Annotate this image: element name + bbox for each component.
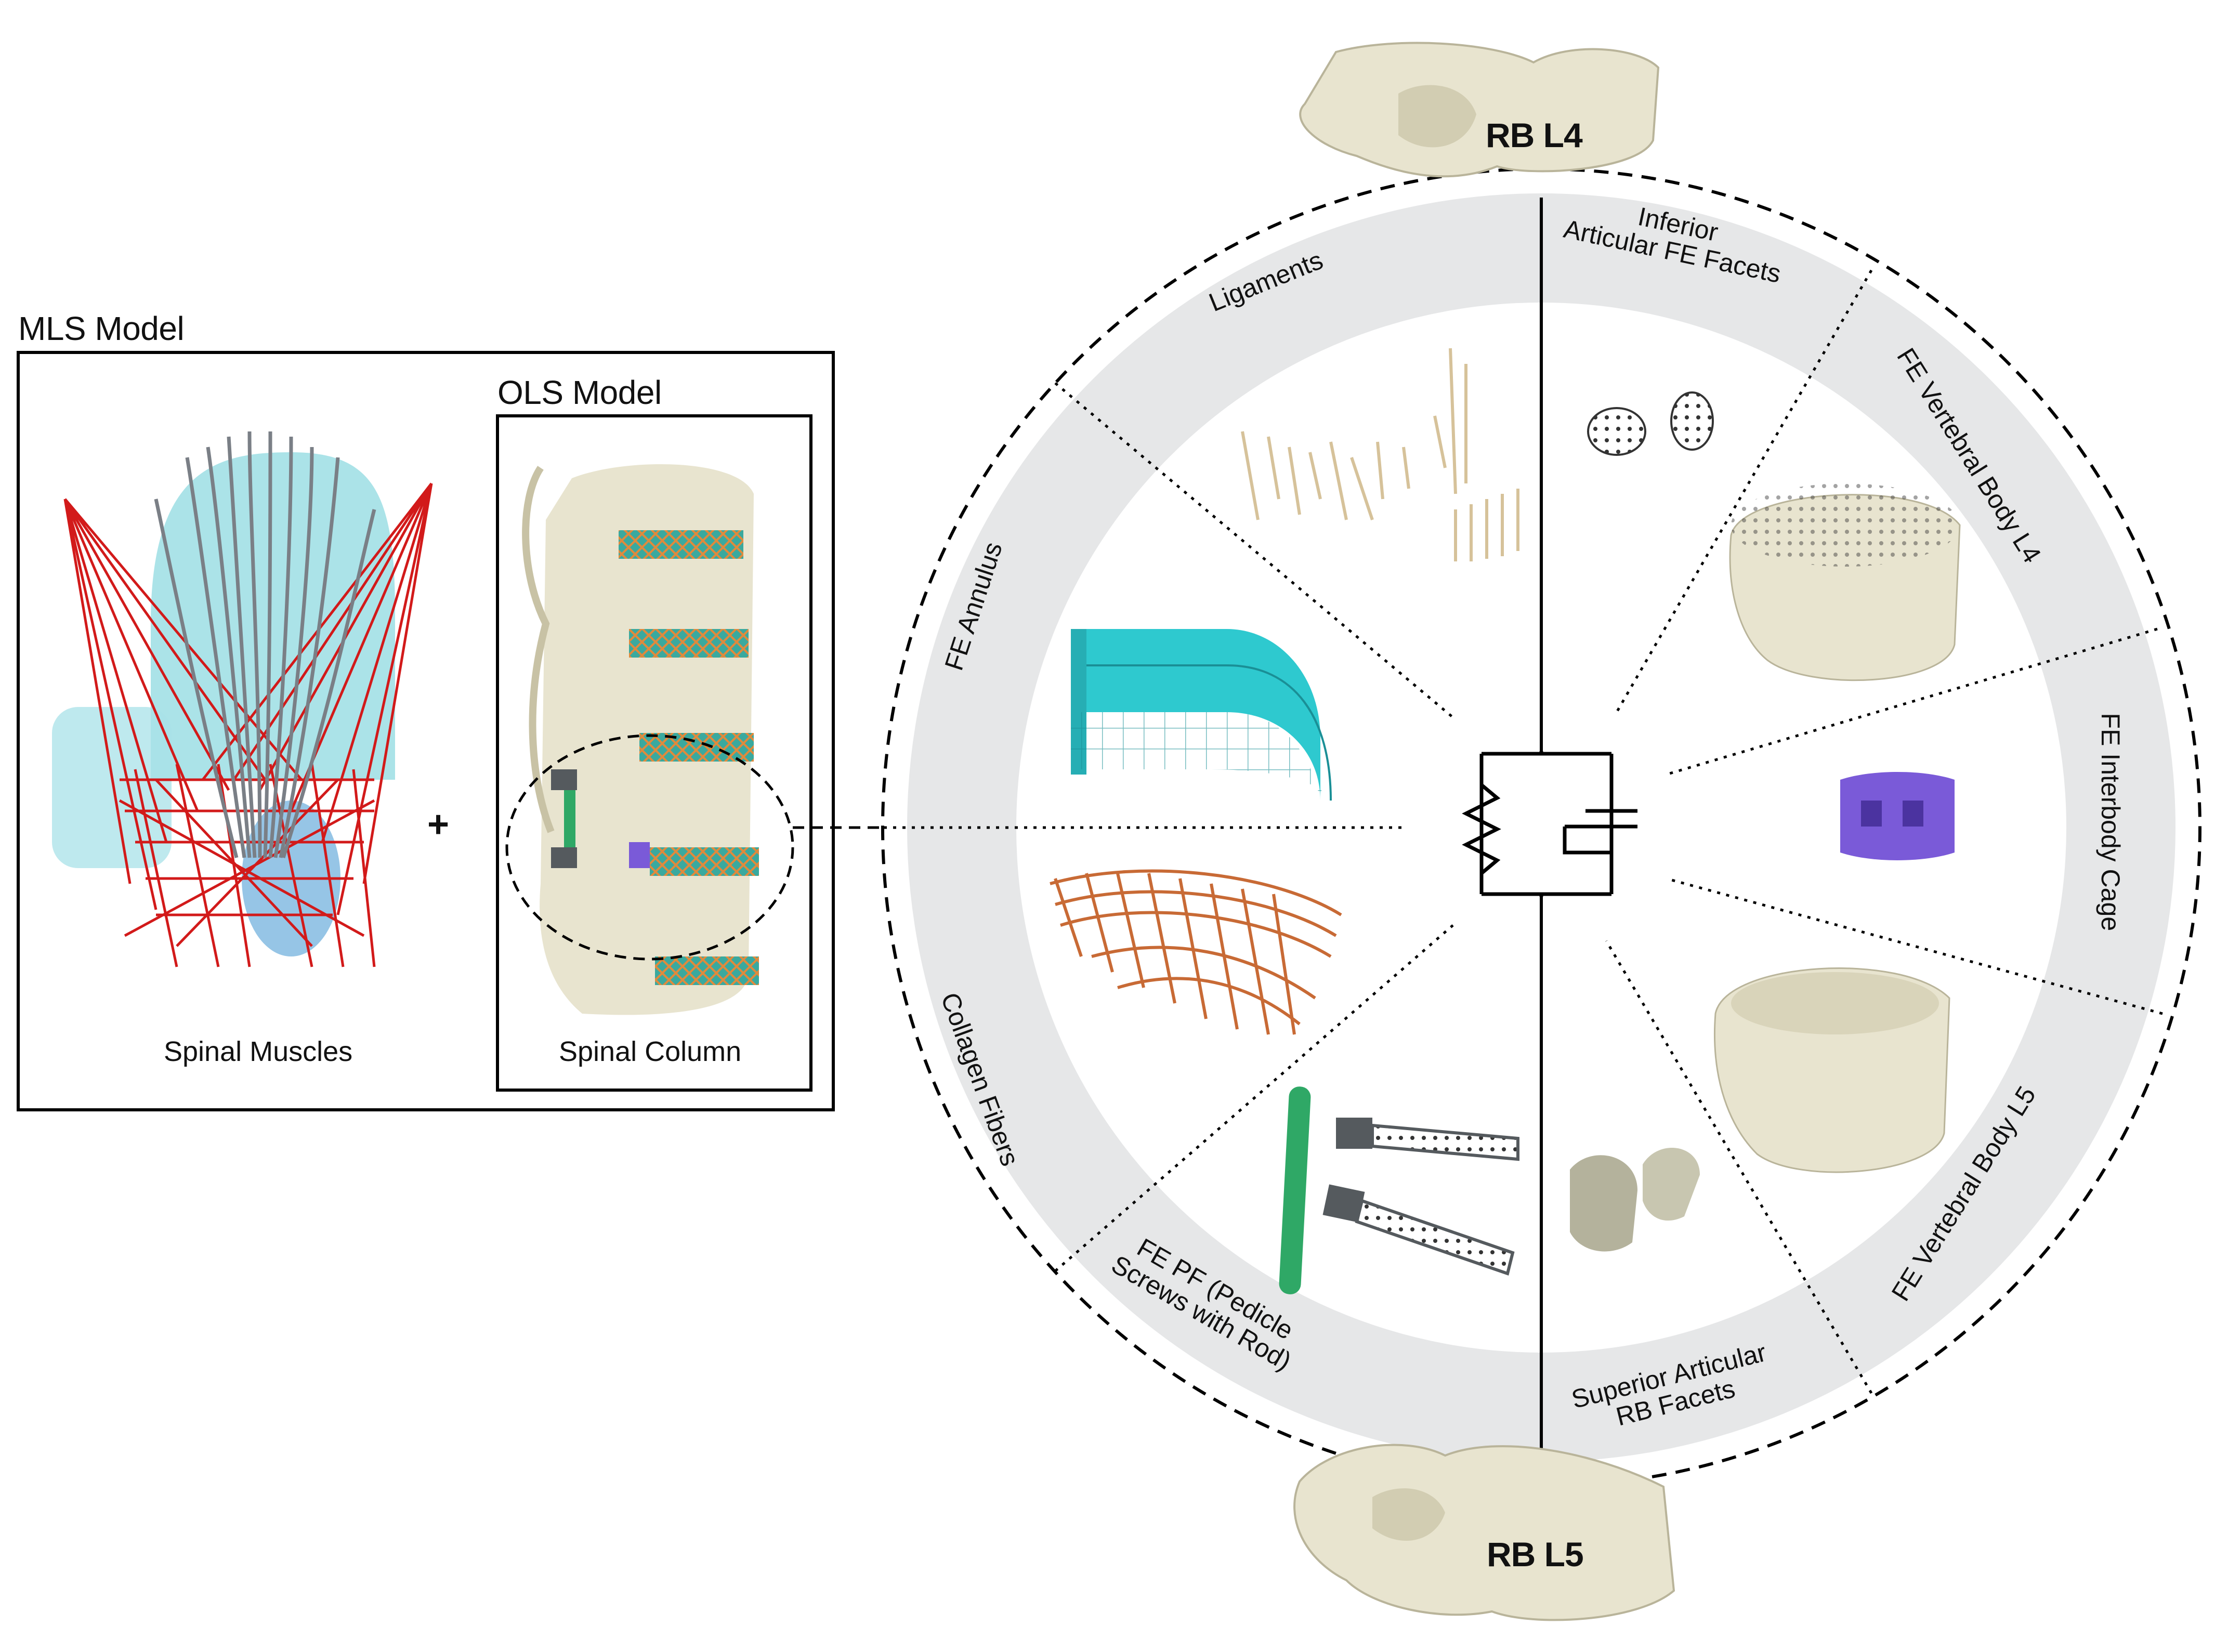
vertebral-body-l5-model <box>1713 967 1950 1173</box>
spinal-muscles-caption: Spinal Muscles <box>164 1036 353 1067</box>
pedicle-screws-rod-model <box>1279 1086 1519 1294</box>
rb-l4-vertebra <box>1299 42 1660 178</box>
superior-facets-model <box>1570 1147 1700 1252</box>
ligaments-model <box>1241 348 1519 561</box>
mls-model-title: MLS Model <box>18 310 185 347</box>
spinal-column-caption: Spinal Column <box>559 1036 742 1067</box>
inferior-facets-model <box>1587 391 1714 456</box>
segment-dividers <box>884 269 2163 1394</box>
spinal-column-model <box>505 464 794 1015</box>
interbody-cage-model <box>1840 772 1955 860</box>
circular-diagram <box>881 42 2201 1621</box>
segment-label-interbody-cage: FE Interbody Cage <box>2096 713 2126 932</box>
rb-l4-label: RB L4 <box>1486 116 1583 154</box>
annulus-model <box>1071 629 1332 801</box>
vertebral-body-l4-model <box>1729 483 1961 681</box>
ols-model-title: OLS Model <box>497 374 662 411</box>
spinal-muscles-model <box>52 431 433 967</box>
collagen-fibers-model <box>1050 869 1342 1035</box>
rb-l5-label: RB L5 <box>1487 1535 1584 1574</box>
rb-l5-vertebra <box>1293 1444 1675 1621</box>
plus-sign: + <box>427 804 450 845</box>
mls-frame <box>17 351 835 1111</box>
ols-frame <box>496 414 812 1092</box>
spring-damper-icon <box>1462 751 1637 897</box>
